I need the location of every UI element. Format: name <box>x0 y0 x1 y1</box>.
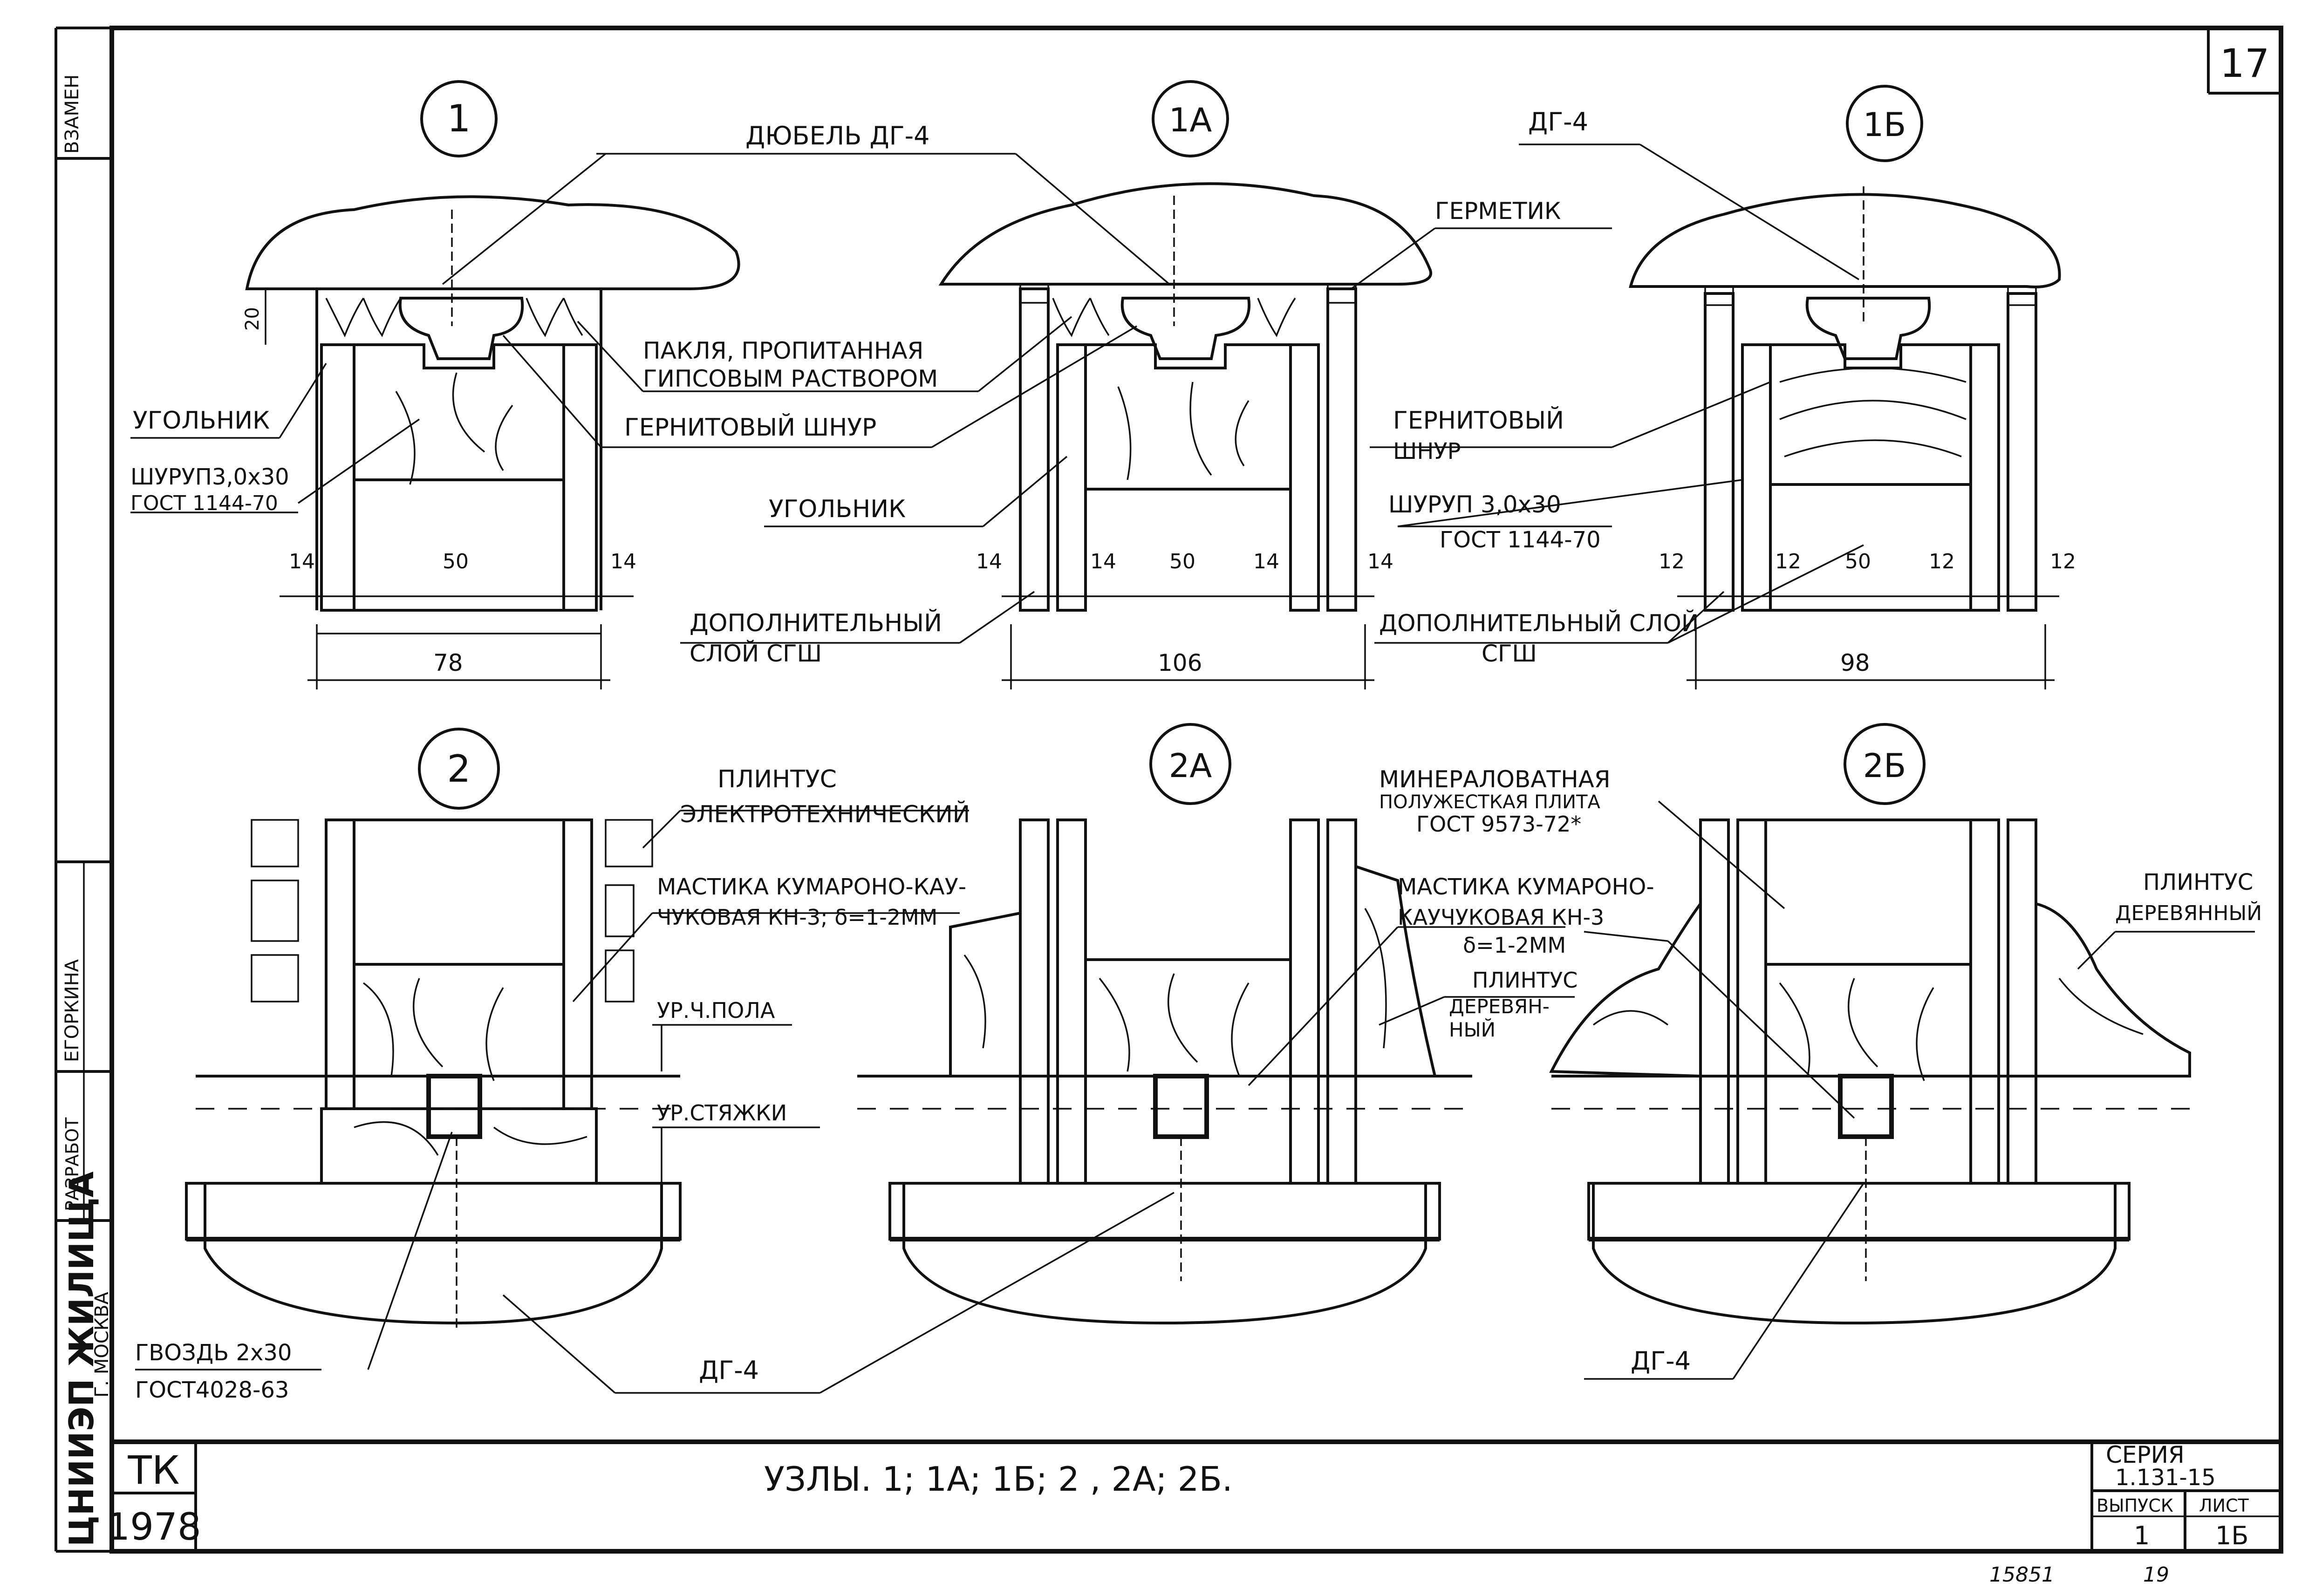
node-1-dim-mid: 50 <box>443 550 469 573</box>
node-2-marker <box>418 728 500 810</box>
node-1a-marker <box>1152 80 1229 157</box>
callout-paklya-1: ПАКЛЯ, ПРОПИТАННАЯ <box>643 337 923 364</box>
callout-dop-1a-2: СЛОЙ СГШ <box>690 640 822 667</box>
callout-shurup-1b-2: ГОСТ 1144-70 <box>1440 527 1601 553</box>
node-1a-dim-d: 14 <box>1367 550 1393 573</box>
node-1-dim-right: 14 <box>610 550 636 573</box>
callout-mastika-2a-3: δ=1-2ММ <box>1463 933 1566 958</box>
node-2-detail <box>185 818 682 1328</box>
callout-dyubel: ДЮБЕЛЬ ДГ-4 <box>745 121 929 150</box>
seria-label: СЕРИЯ <box>2106 1441 2185 1468</box>
sheet-number: 17 <box>2220 41 2270 86</box>
title-tk: ТК <box>128 1447 180 1493</box>
node-1b-dim-b: 12 <box>1775 550 1801 573</box>
callout-mineral-3: ГОСТ 9573-72* <box>1416 812 1581 837</box>
callout-gernit-1b-1: ГЕРНИТОВЫЙ <box>1393 406 1564 435</box>
node-1b-dim-total: 98 <box>1840 649 1870 676</box>
node-1-dimensions <box>265 289 634 689</box>
callout-shurup-1-2: ГОСТ 1144-70 <box>130 491 278 515</box>
node-1b-label: 1Б <box>1863 106 1906 144</box>
sheet-frame <box>55 26 2283 1554</box>
callout-dop-1b-2: СГШ <box>1482 640 1537 667</box>
node-1-label: 1 <box>447 97 471 140</box>
leader-lines <box>130 143 2255 1394</box>
node-2b-label: 2Б <box>1863 747 1906 785</box>
list-label: ЛИСТ <box>2199 1495 2249 1516</box>
node-1a-dim-a: 14 <box>976 550 1002 573</box>
node-2a-detail <box>857 818 1472 1325</box>
node-1b-dim-a: 12 <box>1659 550 1685 573</box>
callout-dg4-2b: ДГ-4 <box>1631 1346 1691 1376</box>
callout-gvozd-2: ГОСТ4028-63 <box>135 1377 289 1403</box>
callout-gvozd-1: ГВОЗДЬ 2х30 <box>135 1340 292 1366</box>
callout-mastika-2-2: ЧУКОВАЯ КН-3; δ=1-2ММ <box>657 905 937 930</box>
callout-mastika-2-1: МАСТИКА КУМАРОНО-КАУ- <box>657 874 966 900</box>
node-1a-dim-total: 106 <box>1158 649 1202 676</box>
vypusk-label: ВЫПУСК <box>2097 1495 2173 1516</box>
side-label-org: ЦНИИЭП ЖИЛИЩА <box>62 1171 101 1547</box>
callout-plintus-d-1: ПЛИНТУС <box>1472 968 1578 993</box>
callout-shurup-1b-1: ШУРУП 3,0х30 <box>1388 491 1561 518</box>
callout-plintus-d-3: НЫЙ <box>1449 1018 1496 1041</box>
node-1a-label: 1А <box>1169 101 1212 139</box>
node-1a-dimensions <box>1002 595 1374 689</box>
callout-mastika-2a-1: МАСТИКА КУМАРОНО- <box>1398 874 1654 900</box>
node-1a-detail <box>938 182 1433 612</box>
seria-value: 1.131-15 <box>2115 1465 2216 1491</box>
callout-mineral-2: ПОЛУЖЕСТКАЯ ПЛИТА <box>1379 791 1601 813</box>
callout-dop-1b-1: ДОПОЛНИТЕЛЬНЫЙ СЛОЙ <box>1379 609 1699 637</box>
node-2a-marker <box>1149 723 1231 805</box>
node-2-label: 2 <box>447 747 471 791</box>
node-2b-detail <box>1549 818 2191 1325</box>
node-1-marker <box>420 80 498 157</box>
callout-dop-1a-1: ДОПОЛНИТЕЛЬНЫЙ <box>690 609 942 637</box>
node-1-detail <box>245 195 740 612</box>
node-1-dim-total: 78 <box>433 649 463 676</box>
callout-plintus-el-1: ПЛИНТУС <box>717 765 837 793</box>
footer-right: 19 <box>2143 1563 2169 1587</box>
callout-ugolnik-1a: УГОЛЬНИК <box>769 495 906 523</box>
node-1b-marker <box>1846 85 1923 162</box>
vypusk-value: 1 <box>2134 1521 2150 1550</box>
title-main: УЗЛЫ. 1; 1А; 1Б; 2 , 2А; 2Б. <box>764 1460 1233 1499</box>
sheet-number-box <box>2207 28 2281 95</box>
node-1a-dim-b: 14 <box>1090 550 1116 573</box>
title-block <box>112 1439 2281 1551</box>
node-1b-dimensions <box>1677 595 2059 689</box>
callout-dg4-2: ДГ-4 <box>699 1356 759 1385</box>
callout-plintus-d-2: ДЕРЕВЯН- <box>1449 995 1550 1018</box>
callout-shurup-1-1: ШУРУП3,0х30 <box>130 464 289 490</box>
node-2b-marker <box>1844 723 1926 805</box>
callout-plintus-2b-2: ДЕРЕВЯННЫЙ <box>2115 900 2262 925</box>
node-1a-dim-mid: 50 <box>1169 550 1195 573</box>
callout-ur-styazhki: УР.СТЯЖКИ <box>657 1100 787 1125</box>
side-label-city: Г. МОСКВА <box>91 1291 113 1398</box>
node-1-dim-h: 20 <box>242 307 263 331</box>
callout-plintus-2b-1: ПЛИНТУС <box>2143 869 2253 895</box>
callout-gernit-1b-2: ШНУР <box>1393 438 1461 464</box>
callout-ur-pola: УР.Ч.ПОЛА <box>657 998 775 1023</box>
node-1b-dim-mid: 50 <box>1845 550 1871 573</box>
callout-plintus-el-2: ЭЛЕКТРОТЕХНИЧЕСКИЙ <box>680 800 970 828</box>
title-year: 1978 <box>106 1505 201 1548</box>
callout-gernit-1: ГЕРНИТОВЫЙ ШНУР <box>624 413 876 442</box>
node-1-dim-left: 14 <box>289 550 315 573</box>
list-value: 1Б <box>2215 1521 2248 1550</box>
callout-mineral-1: МИНЕРАЛОВАТНАЯ <box>1379 766 1611 793</box>
node-1b-dim-c: 12 <box>1929 550 1955 573</box>
node-1b-dim-d: 12 <box>2050 550 2076 573</box>
side-label-egorkina: ЕГОРКИНА <box>61 959 83 1062</box>
callout-mastika-2a-2: КАУЧУКОВАЯ КН-3 <box>1398 905 1604 930</box>
callout-dg4-top: ДГ-4 <box>1528 107 1588 136</box>
callout-germetik: ГЕРМЕТИК <box>1435 198 1561 225</box>
callout-paklya-2: ГИПСОВЫМ РАСТВОРОМ <box>643 365 938 392</box>
callout-ugolnik-1: УГОЛЬНИК <box>133 407 270 435</box>
node-1a-dim-c: 14 <box>1253 550 1279 573</box>
side-label-razrabot: РАЗРАБОТ <box>62 1117 82 1211</box>
node-1b-detail <box>1629 186 2061 612</box>
side-label-vzamen: ВЗАМЕН <box>61 75 83 154</box>
node-2a-label: 2А <box>1169 747 1212 785</box>
footer-left: 15851 <box>1989 1563 2055 1587</box>
